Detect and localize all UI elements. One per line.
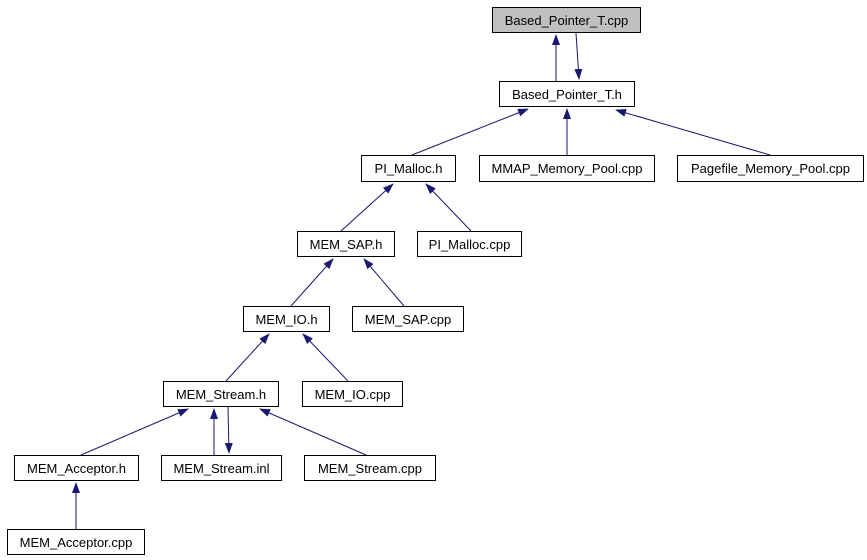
graph-node-mem_io_cpp[interactable]: MEM_IO.cpp — [302, 381, 403, 407]
graph-node-label: MMAP_Memory_Pool.cpp — [491, 161, 643, 176]
edge-pi_malloc_cpp-to-pi_malloc_h — [425, 183, 472, 232]
graph-node-label: MEM_SAP.cpp — [364, 311, 452, 327]
graph-node-pi_malloc_cpp[interactable]: PI_Malloc.cpp — [417, 231, 522, 257]
graph-node-mem_stream_inl[interactable]: MEM_Stream.inl — [161, 455, 282, 481]
graph-node-label: Based_Pointer_T.h — [512, 86, 622, 102]
graph-node-mem_acceptor_h[interactable]: MEM_Acceptor.h — [14, 455, 139, 481]
graph-node-label: MEM_IO.h — [255, 311, 318, 327]
graph-node-label: PI_Malloc.cpp — [428, 236, 511, 252]
edge-pi_malloc_h-to-based_pointer_t_h — [411, 108, 529, 156]
graph-node-label: MEM_Stream.cpp — [317, 460, 423, 476]
graph-node-label: MEM_Stream.inl — [173, 460, 270, 476]
graph-node-mmap_memory_pool_cpp[interactable]: MMAP_Memory_Pool.cpp — [479, 155, 655, 182]
graph-node-label: MEM_Acceptor.h — [27, 460, 126, 476]
graph-node-label: Pagefile_Memory_Pool.cpp — [691, 161, 850, 176]
graph-node-label: MEM_Acceptor.cpp — [19, 534, 133, 550]
graph-node-mem_sap_cpp[interactable]: MEM_SAP.cpp — [352, 306, 464, 332]
edge-based_pointer_t_cpp-to-based_pointer_t_h — [574, 32, 583, 80]
graph-node-mem_io_h[interactable]: MEM_IO.h — [243, 306, 330, 332]
graph-node-pagefile_memory_pool_cpp[interactable]: Pagefile_Memory_Pool.cpp — [677, 155, 864, 182]
graph-node-label: MEM_Stream.h — [175, 386, 267, 402]
edge-mem_sap_h-to-pi_malloc_h — [340, 183, 394, 232]
graph-node-label: MEM_SAP.h — [309, 236, 383, 252]
graph-node-mem_sap_h[interactable]: MEM_SAP.h — [297, 231, 395, 257]
graph-node-label: MEM_IO.cpp — [314, 386, 391, 402]
graph-node-mem_stream_h[interactable]: MEM_Stream.h — [163, 381, 279, 407]
graph-node-based_pointer_t_h[interactable]: Based_Pointer_T.h — [499, 81, 635, 107]
edge-pagefile_memory_pool_cpp-to-based_pointer_t_h — [615, 108, 771, 156]
graph-node-pi_malloc_h[interactable]: PI_Malloc.h — [361, 155, 456, 182]
edge-mem_sap_cpp-to-mem_sap_h — [363, 258, 405, 307]
graph-node-label: Based_Pointer_T.cpp — [504, 12, 629, 28]
graph-node-mem_stream_cpp[interactable]: MEM_Stream.cpp — [304, 455, 436, 481]
edge-mem_stream_h-to-mem_stream_inl — [224, 406, 233, 454]
edge-mem_stream_h-to-mem_io_h — [225, 333, 270, 382]
edge-mem_acceptor_h-to-mem_stream_h — [80, 408, 189, 456]
edge-mem_io_h-to-mem_sap_h — [290, 258, 334, 307]
graph-node-based_pointer_t_cpp[interactable]: Based_Pointer_T.cpp — [492, 7, 641, 33]
edge-mem_io_cpp-to-mem_io_h — [302, 333, 349, 382]
graph-node-label: PI_Malloc.h — [374, 161, 443, 176]
edge-mem_stream_cpp-to-mem_stream_h — [259, 408, 367, 456]
graph-node-mem_acceptor_cpp[interactable]: MEM_Acceptor.cpp — [7, 529, 145, 555]
